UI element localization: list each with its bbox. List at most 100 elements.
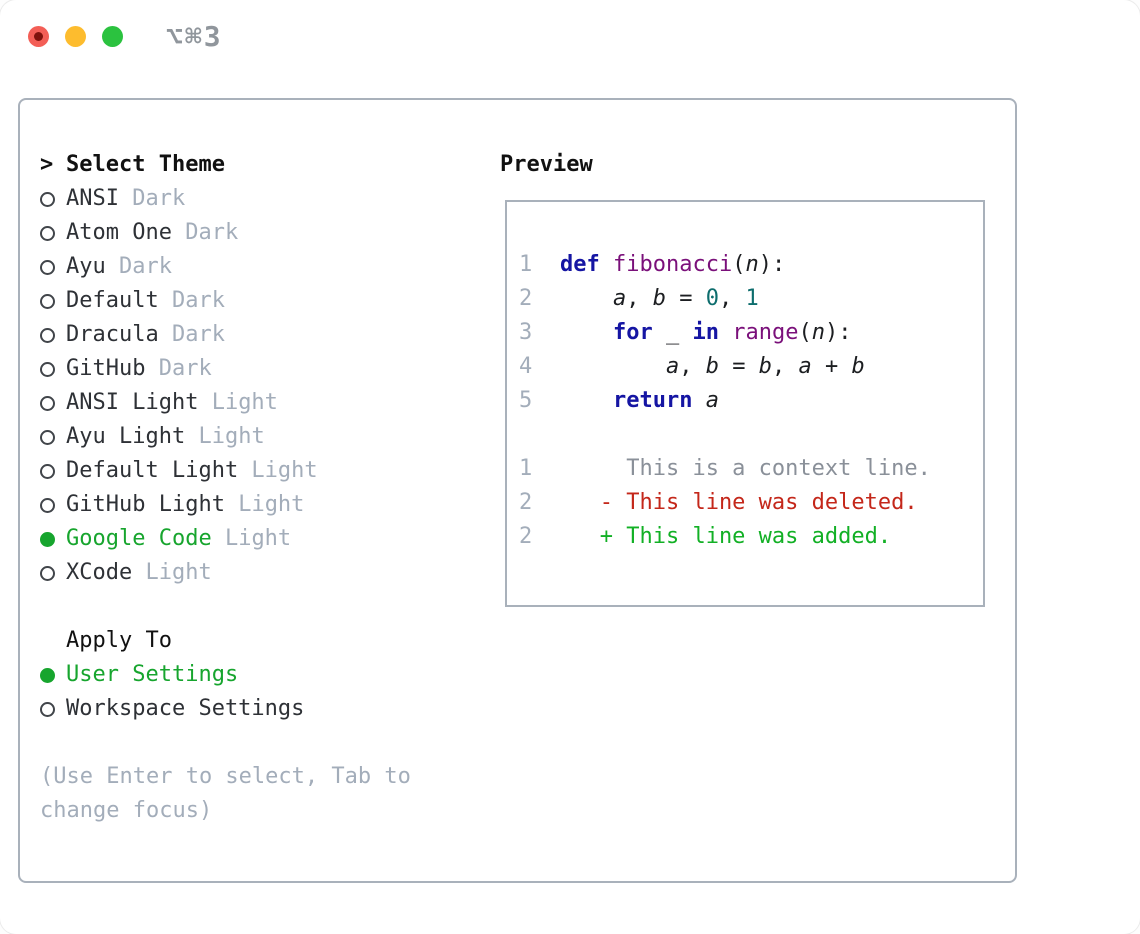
theme-name: GitHub Light <box>66 492 225 517</box>
spacer <box>40 726 485 760</box>
theme-variant: Light <box>198 390 278 415</box>
theme-name: Default Light <box>66 458 239 483</box>
code-line: 3 for _ in range(n): <box>519 316 983 350</box>
theme-option[interactable]: ANSI Dark <box>40 182 485 216</box>
code-text: def fibonacci(n): <box>560 252 786 277</box>
line-number: 3 <box>519 320 533 345</box>
keyboard-hint: (Use Enter to select, Tab to change focu… <box>40 764 411 823</box>
blank-line <box>519 418 983 452</box>
code-line: 2 a, b = 0, 1 <box>519 282 983 316</box>
theme-option[interactable]: Dracula Dark <box>40 318 485 352</box>
theme-option[interactable]: XCode Light <box>40 556 485 590</box>
radio-unselected-icon <box>40 361 55 377</box>
apply-to-label: User Settings <box>66 662 239 687</box>
theme-variant: Light <box>185 424 265 449</box>
theme-option[interactable]: Default Dark <box>40 284 485 318</box>
theme-option[interactable]: Google Code Light <box>40 522 485 556</box>
spacer <box>40 590 485 624</box>
radio-unselected-icon <box>40 429 55 445</box>
theme-variant: Dark <box>171 220 239 245</box>
theme-name: Atom One <box>66 220 172 245</box>
select-theme-title: Select Theme <box>66 152 225 177</box>
theme-name: GitHub <box>66 356 146 381</box>
apply-to-option[interactable]: User Settings <box>40 658 485 692</box>
radio-marker <box>40 463 66 479</box>
theme-variant: Light <box>211 526 292 551</box>
theme-name: ANSI <box>66 186 119 211</box>
line-number: 1 <box>519 252 533 277</box>
theme-name: Default <box>66 288 159 313</box>
theme-option[interactable]: ANSI Light Light <box>40 386 485 420</box>
titlebar: ⌥⌘3 <box>0 0 1140 70</box>
radio-selected-icon <box>40 667 55 683</box>
radio-marker <box>40 531 66 547</box>
line-number: 4 <box>519 354 533 379</box>
radio-marker <box>40 395 66 411</box>
theme-name: Ayu Light <box>66 424 186 449</box>
radio-marker <box>40 293 66 309</box>
theme-variant: Light <box>238 458 318 483</box>
theme-name: Google Code <box>66 526 212 551</box>
diff-preview: 1 This is a context line.2 - This line w… <box>519 452 983 554</box>
theme-option[interactable]: GitHub Light Light <box>40 488 485 522</box>
code-text: return a <box>612 388 719 413</box>
radio-marker <box>40 497 66 513</box>
traffic-lights <box>28 26 123 47</box>
radio-marker <box>40 327 66 343</box>
radio-marker <box>40 701 66 717</box>
radio-unselected-icon <box>40 225 55 241</box>
radio-marker <box>40 259 66 275</box>
diff-line: 1 This is a context line. <box>519 452 983 486</box>
theme-variant: Light <box>132 560 212 585</box>
radio-marker <box>40 191 66 207</box>
diff-line: 2 + This line was added. <box>519 520 983 554</box>
theme-variant: Dark <box>145 356 212 381</box>
radio-unselected-icon <box>40 463 55 479</box>
window-title: ⌥⌘3 <box>166 20 223 53</box>
theme-option[interactable]: Default Light Light <box>40 454 485 488</box>
diff-line: 2 - This line was deleted. <box>519 486 983 520</box>
radio-unselected-icon <box>40 565 55 581</box>
apply-to-title: Apply To <box>66 628 172 653</box>
radio-unselected-icon <box>40 293 55 309</box>
theme-variant: Dark <box>118 186 186 211</box>
line-number: 5 <box>519 388 533 413</box>
apply-to-label: Workspace Settings <box>66 696 305 721</box>
apply-to-option[interactable]: Workspace Settings <box>40 692 485 726</box>
code-text: for _ in range(n): <box>612 320 852 345</box>
radio-selected-icon <box>40 531 55 547</box>
radio-marker <box>40 361 66 377</box>
radio-marker <box>40 565 66 581</box>
theme-name: Dracula <box>66 322 159 347</box>
line-number: 2 <box>519 524 533 549</box>
zoom-button[interactable] <box>102 26 123 47</box>
preview-title: Preview <box>500 152 593 177</box>
theme-name: XCode <box>66 560 133 585</box>
close-button[interactable] <box>28 26 49 47</box>
radio-unselected-icon <box>40 497 55 513</box>
theme-variant: Dark <box>105 254 172 279</box>
radio-unselected-icon <box>40 191 55 207</box>
radio-marker <box>40 225 66 241</box>
theme-name: Ayu <box>66 254 106 279</box>
diff-text: - This line was deleted. <box>560 490 918 515</box>
theme-variant: Dark <box>158 322 225 347</box>
radio-unselected-icon <box>40 701 55 717</box>
theme-option[interactable]: Ayu Light Light <box>40 420 485 454</box>
code-line: 1 def fibonacci(n): <box>519 248 983 282</box>
line-number: 2 <box>519 490 533 515</box>
select-theme-header: > Select Theme <box>40 148 485 182</box>
theme-option[interactable]: Atom One Dark <box>40 216 485 250</box>
minimize-button[interactable] <box>65 26 86 47</box>
theme-option[interactable]: GitHub Dark <box>40 352 485 386</box>
diff-text: This is a context line. <box>560 456 931 481</box>
code-line: 5 return a <box>519 384 983 418</box>
theme-option[interactable]: Ayu Dark <box>40 250 485 284</box>
